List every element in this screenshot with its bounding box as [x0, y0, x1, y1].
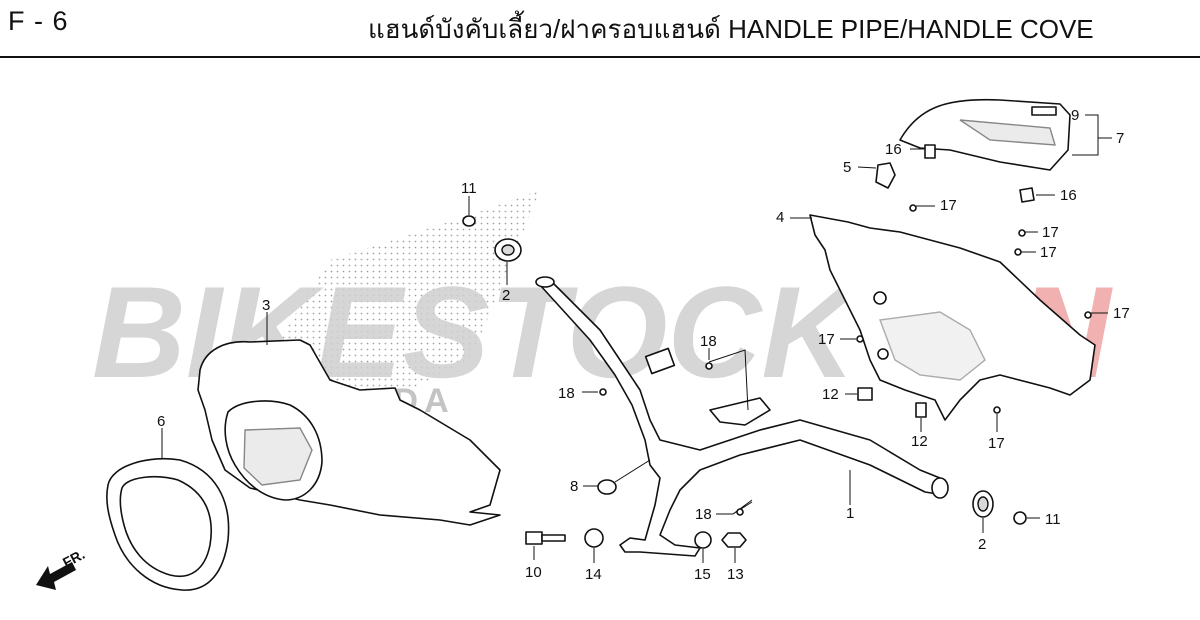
callout-4: 4 [776, 209, 784, 226]
part-3-handle-cover [197, 312, 501, 526]
part-13-nut [721, 532, 747, 563]
part-2-grommet-bottom [972, 490, 994, 533]
callout-5: 5 [843, 159, 851, 176]
honda-wing-logo [250, 190, 540, 390]
part-2-grommet-top [494, 238, 522, 285]
page-title: แฮนด์บังคับเลี้ยว/ฝาครอบแฮนด์ HANDLE PIP… [368, 14, 1094, 44]
front-direction-indicator: FR. [36, 546, 87, 590]
part-17-screws [840, 204, 1108, 432]
callout-7: 7 [1116, 130, 1124, 147]
page-code: F - 6 [8, 6, 69, 36]
part-14-collar [584, 528, 604, 563]
callout-17: 17 [940, 197, 957, 214]
callout-11: 11 [461, 180, 477, 197]
callout-6: 6 [157, 413, 165, 430]
callout-18: 18 [700, 333, 717, 350]
callout-8: 8 [570, 478, 578, 495]
callout-17: 17 [818, 331, 835, 348]
callout-17: 17 [988, 435, 1005, 452]
part-11-screw-top [462, 196, 476, 227]
callout-2: 2 [502, 287, 510, 304]
callout-18: 18 [695, 506, 712, 523]
callout-10: 10 [525, 564, 542, 581]
part-18-screws [582, 348, 753, 516]
part-12-nuts [845, 387, 927, 432]
part-6-bezel [106, 428, 230, 591]
callout-17: 17 [1040, 244, 1057, 261]
callout-15: 15 [694, 566, 711, 583]
callout-12: 12 [822, 386, 839, 403]
part-7-meter-cover [899, 98, 1112, 171]
callout-13: 13 [727, 566, 744, 583]
callout-9: 9 [1071, 107, 1079, 124]
callout-1: 1 [846, 505, 854, 522]
part-1-handle-pipe [535, 276, 949, 557]
callout-16: 16 [1060, 187, 1077, 204]
callout-labels: 11 2 3 6 18 18 8 18 1 10 14 15 13 2 11 9… [157, 107, 1130, 583]
callout-14: 14 [585, 566, 602, 583]
part-15-washer [694, 531, 712, 563]
callout-17: 17 [1042, 224, 1059, 241]
part-9-emblem [1031, 106, 1057, 116]
callout-2: 2 [978, 536, 986, 553]
part-10-bolt [525, 531, 566, 560]
page-header: F - 6 แฮนด์บังคับเลี้ยว/ฝาครอบแฮนด์ HAND… [0, 0, 1200, 58]
part-5-clip [857, 162, 896, 189]
callout-11: 11 [1045, 511, 1061, 528]
part-4-rear-cover [790, 214, 1096, 421]
callout-12: 12 [911, 433, 928, 450]
part-8-washer [583, 459, 651, 495]
callout-17: 17 [1113, 305, 1130, 322]
callout-18: 18 [558, 385, 575, 402]
parts-diagram: HONDA BIKESTOCK VN [36, 98, 1130, 591]
callout-16: 16 [885, 141, 902, 158]
callout-3: 3 [262, 297, 270, 314]
part-11-screw-bottom [1013, 511, 1040, 525]
front-arrow-icon [36, 562, 76, 590]
part-16-clips [910, 144, 1055, 203]
